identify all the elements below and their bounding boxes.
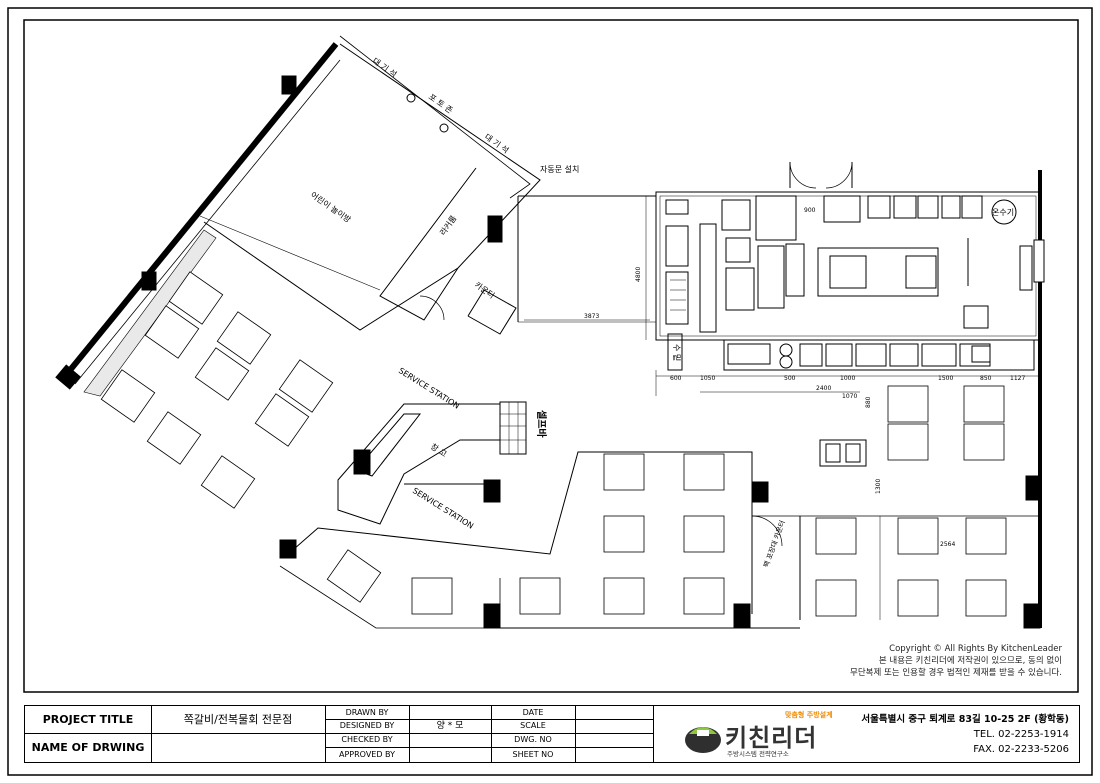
sheet-no-label: SHEET NO (512, 749, 554, 759)
dim-2400: 2400 (816, 385, 831, 392)
company-address: 서울특별시 중구 퇴계로 83길 10-25 2F (황학동) TEL. 02-… (861, 712, 1069, 757)
label-kidsroom: 어린이 놀이방 (309, 189, 354, 224)
label-service-station-2: SERVICE STATION (411, 486, 475, 531)
dim-1500: 1500 (938, 375, 953, 382)
dwg-no-label: DWG. NO (514, 735, 552, 744)
copyright-line-2: 본 내용은 키친리더에 저작권이 있으므로, 동의 없이 (878, 656, 1062, 666)
dim-850: 850 (980, 375, 992, 382)
dim-600: 600 (670, 375, 682, 382)
copyright-line-1: Copyright © All Rights By KitchenLeader (889, 644, 1062, 654)
logo-sub: 주방시스템 전략연구소 (727, 750, 789, 758)
label-pack: 팩 포장대 카운터 (761, 519, 786, 569)
project-title-value: 쪽갈비/전복물회 전문점 (183, 713, 293, 726)
drawing-name-label: NAME OF DRWING (31, 741, 145, 754)
tel-line: TEL. 02-2253-1914 (973, 729, 1069, 740)
dim-1000: 1000 (840, 375, 855, 382)
dim-1070: 1070 (842, 393, 857, 400)
dim-500: 500 (784, 375, 796, 382)
drawing-name-value (151, 733, 325, 762)
dim-880: 880 (865, 396, 872, 408)
dim-1300: 1300 (875, 479, 882, 494)
logo-tagline: 맞춤형 주방설계 (785, 711, 833, 719)
label-autodoor: 자동문 설치 (540, 164, 579, 174)
title-block: PROJECT TITLE 쪽갈비/전복물회 전문점 NAME OF DRWIN… (24, 705, 1080, 763)
dim-900: 900 (804, 207, 816, 214)
project-title-label: PROJECT TITLE (42, 713, 134, 726)
label-corner: 수 밑 (672, 344, 682, 361)
scale-label: SCALE (520, 721, 546, 730)
label-waiting-2: 대 기 석 (483, 131, 511, 155)
company-logo: 맞춤형 주방설계 키친리더 주방시스템 전략연구소 (683, 710, 883, 758)
label-counter: 카운터 (473, 280, 496, 300)
dim-2564: 2564 (940, 541, 955, 548)
designed-by-label: DESIGNED BY (339, 721, 395, 730)
dim-3873: 3873 (584, 313, 599, 320)
checked-by-label: CHECKED BY (341, 735, 393, 744)
outer-border (7, 7, 1093, 776)
date-label: DATE (522, 707, 544, 717)
label-storage: 창 고 (429, 442, 448, 459)
inner-border (23, 19, 1079, 693)
dim-1127: 1127 (1010, 375, 1025, 382)
dim-1050: 1050 (700, 375, 715, 382)
designed-by-value: 양 * 모 (436, 720, 464, 731)
drawn-by-label: DRAWN BY (345, 707, 389, 717)
copyright-notice: Copyright © All Rights By KitchenLeader … (732, 643, 1062, 679)
logo-mark-icon (685, 727, 721, 753)
fax-line: FAX. 02-2233-5206 (973, 744, 1069, 755)
address-line: 서울특별시 중구 퇴계로 83길 10-25 2F (황학동) (861, 714, 1069, 725)
logo-name: 키친리더 (725, 724, 818, 752)
approved-by-label: APPROVED BY (338, 749, 395, 759)
copyright-line-3: 무단복제 또는 인용할 경우 법적인 제재를 받을 수 있습니다. (850, 668, 1062, 678)
label-selfbar: 셀프바 (535, 410, 548, 438)
dim-4800: 4800 (635, 267, 642, 282)
label-hotwater: 온수기 (992, 208, 1014, 217)
label-locker: 라커룸 (438, 214, 458, 237)
